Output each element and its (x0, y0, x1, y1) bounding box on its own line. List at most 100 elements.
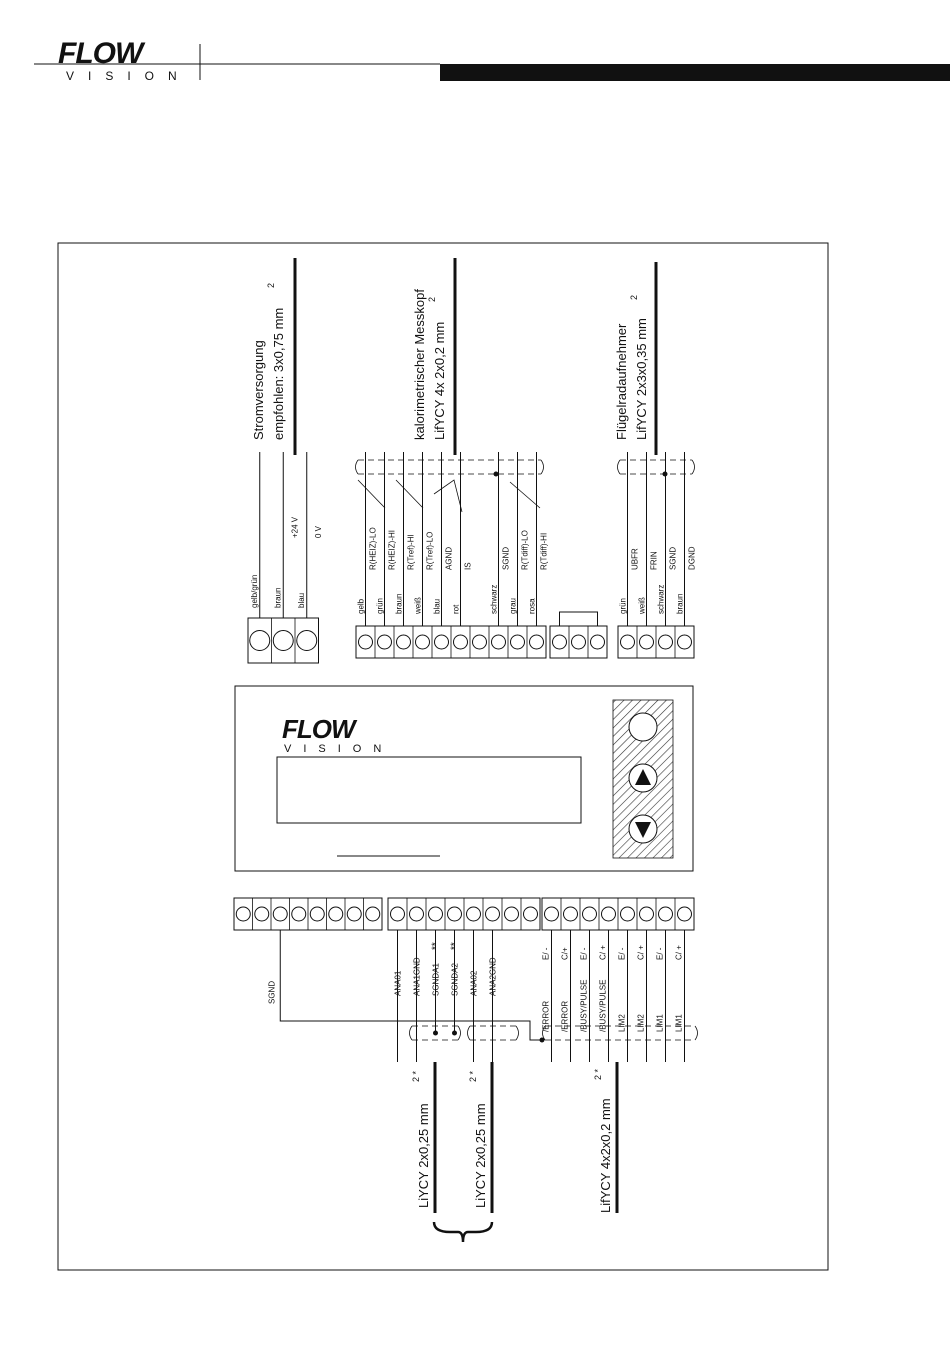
sensor-wire-signal: R(HEIZ)-HI (388, 530, 397, 570)
logo-sub: VISION (66, 69, 191, 83)
analog-terminal-screw[interactable] (523, 906, 538, 922)
sensor-wire-signal: R(Tdiff)-HI (540, 533, 549, 570)
analog1-cable-spec: LiYCY 2x0,25 mm (416, 1103, 431, 1208)
junction-dot (433, 1030, 438, 1036)
sensor-wire-signal: R(Tref)-HI (407, 534, 416, 570)
sensor-terminal-screw[interactable] (415, 634, 430, 650)
analog-wire-signal: ANA1GND (413, 957, 422, 996)
shield-end (515, 1025, 519, 1041)
analog-terminal-screw[interactable] (504, 906, 519, 922)
digital-wire-signal: C/+ (561, 947, 570, 960)
digital-terminal-screw[interactable] (563, 906, 578, 922)
jumper-terminal-screw[interactable] (552, 634, 567, 650)
sensor-terminal-screw[interactable] (434, 634, 449, 650)
left-terminal-screw[interactable] (272, 906, 288, 922)
shield-end (409, 1025, 413, 1041)
analog-wire-signal: SGNDA1 (432, 963, 441, 996)
panel-logo-main: FLOW (282, 714, 358, 744)
wheel-wire-signal: FRIN (650, 551, 659, 570)
analog-terminal-screw[interactable] (485, 906, 500, 922)
wheel-terminal-screw[interactable] (677, 634, 692, 650)
twisted-pair-marks (357, 479, 541, 513)
digital-terminal-screw[interactable] (639, 906, 654, 922)
digital-terminal-screw[interactable] (601, 906, 616, 922)
jumper-terminal-screw[interactable] (590, 634, 605, 650)
sensor-wire-color: grün (376, 598, 385, 614)
digital-terminal-screw[interactable] (582, 906, 597, 922)
power-terminal-screw[interactable] (249, 630, 271, 651)
enter-key[interactable] (628, 712, 658, 742)
digital-wire-function: /ERROR (561, 1001, 570, 1032)
shield-end (540, 459, 544, 475)
sensor-wire-signal: R(HEIZ)-LO (369, 527, 378, 570)
wheel-terminal-screw[interactable] (620, 634, 635, 650)
sensor-terminal-screw[interactable] (510, 634, 525, 650)
sensor-wire-color: schwarz (490, 585, 499, 614)
wheel-cable-title: Flügelradaufnehmer (614, 323, 629, 440)
sensor-terminal-screw[interactable] (453, 634, 468, 650)
sensor-wire-signal: R(Tdiff)-LO (521, 530, 530, 570)
digital-terminal-block: E/ -C/+E/ -C/ +E/ -C/ +E/ -C/ +/ERROR/ER… (539, 897, 698, 1062)
left-terminal-screw[interactable] (309, 906, 325, 922)
sensor-cable-spec-sup: 2 (427, 297, 437, 302)
logo-main: FLOW (58, 37, 146, 70)
jumper-terminal-screw[interactable] (571, 634, 586, 650)
sensor-terminal-screw[interactable] (491, 634, 506, 650)
digital-wire-function: LIM1 (656, 1014, 665, 1032)
wheel-wire-color: grün (619, 598, 628, 614)
left-terminal-screw[interactable] (254, 906, 270, 922)
wheel-cable-spec: LifYCY 2x3x0,35 mm (634, 318, 649, 440)
digital-terminal-screw[interactable] (620, 906, 635, 922)
sensor-wire-color: rosa (528, 598, 537, 614)
analog-terminal-screw[interactable] (409, 906, 424, 922)
analog2-cable-sup: 2 * (468, 1070, 478, 1082)
analog-wire-signal: ANA2GND (489, 957, 498, 996)
sensor-terminal-screw[interactable] (377, 634, 392, 650)
power-wire-signal: +24 V (290, 516, 299, 538)
analog-wire-signal: ANA01 (394, 970, 403, 996)
wheel-wire-signal: SGND (669, 547, 678, 570)
analog-terminal-screw[interactable] (390, 906, 405, 922)
analog-terminal-screw[interactable] (466, 906, 481, 922)
power-terminal-screw[interactable] (272, 630, 294, 651)
analog-terminal-screw[interactable] (447, 906, 462, 922)
sensor-terminal-screw[interactable] (358, 634, 373, 650)
power-terminal-housing (247, 617, 319, 664)
sensor-terminal-screw[interactable] (396, 634, 411, 650)
panel-housing (234, 685, 694, 872)
power-cable-title: Stromversorgung (251, 340, 266, 440)
shield-end (457, 1025, 461, 1041)
digital-wire-signal: C/ + (637, 945, 646, 960)
left-terminal-screw[interactable] (365, 906, 381, 922)
wheel-wire-color: schwarz (657, 585, 666, 614)
sensor-terminal-screw[interactable] (472, 634, 487, 650)
left-terminal-screw[interactable] (346, 906, 362, 922)
jumper-wire (559, 611, 598, 626)
left-terminal-screw[interactable] (291, 906, 307, 922)
digital-terminal-screw[interactable] (677, 906, 692, 922)
header: FLOW VISION (34, 37, 950, 83)
analog1-cable-sup: 2 * (411, 1070, 421, 1082)
left-terminal-block: SGND (233, 897, 542, 1041)
shield-end (355, 459, 359, 475)
sensor-wire-signal: IS (464, 562, 473, 570)
digital-wire-signal: C/ + (599, 945, 608, 960)
wheel-wire-color: braun (676, 594, 685, 614)
analog-terminal-screw[interactable] (428, 906, 443, 922)
power-wire-color: braun (273, 588, 282, 608)
panel-logo-sub: VISION (284, 743, 393, 755)
sensor-wire-color: rot (452, 604, 461, 614)
left-terminal-screw[interactable] (328, 906, 344, 922)
digital-terminal-screw[interactable] (544, 906, 559, 922)
power-cable-spec: empfohlen: 3x0,75 mm (271, 308, 286, 440)
left-terminal-screw[interactable] (235, 906, 251, 922)
power-terminal-screw[interactable] (296, 630, 318, 651)
shield-end (694, 1025, 698, 1041)
sensor-terminal-screw[interactable] (529, 634, 544, 650)
digital-wire-function: LIM2 (637, 1014, 646, 1032)
wheel-terminal-screw[interactable] (639, 634, 654, 650)
wheel-terminal-screw[interactable] (658, 634, 673, 650)
wheel-wire-signal: DGND (688, 546, 697, 570)
digital-terminal-screw[interactable] (658, 906, 673, 922)
